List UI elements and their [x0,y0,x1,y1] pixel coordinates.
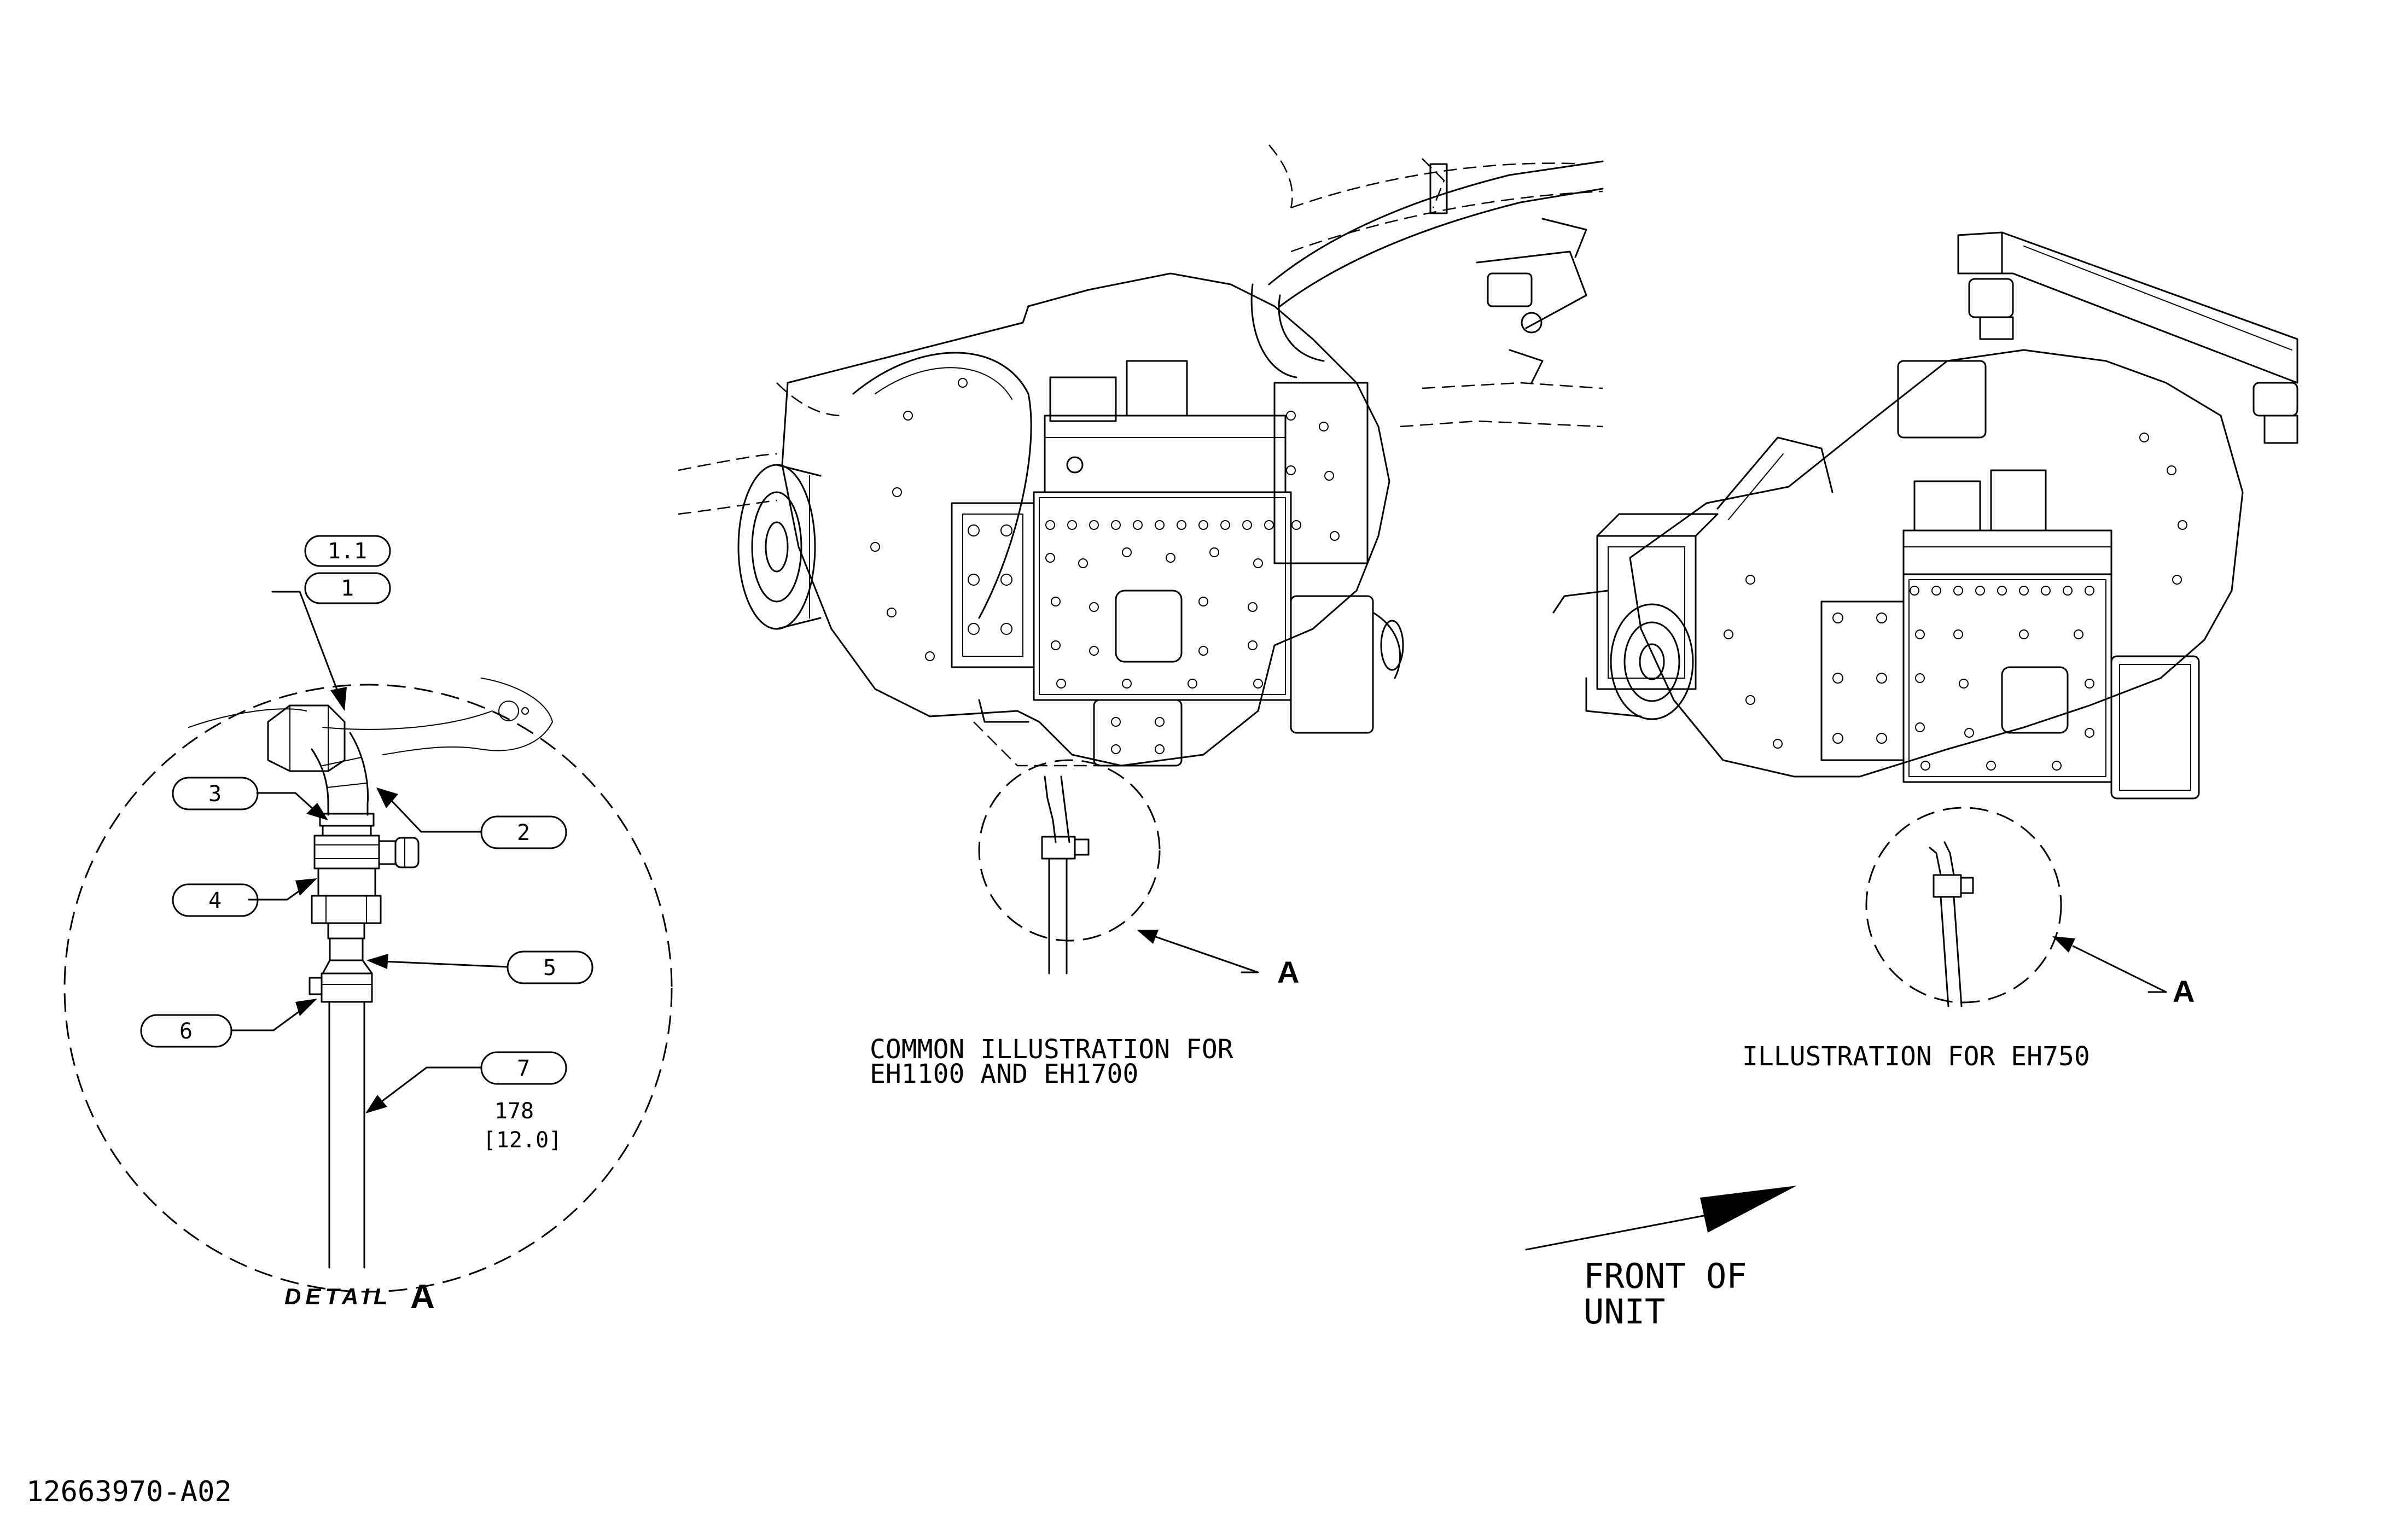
callout-1: 1 [304,572,391,604]
callout-7: 7 [480,1051,567,1085]
hex-fitting [267,704,346,772]
svg-text:3: 3 [208,781,222,807]
detail-circle [63,684,673,1293]
elbow-fitting [311,732,369,816]
svg-text:5: 5 [543,955,556,981]
callout-2: 2 [480,815,567,849]
callout-1-1: 1.1 [304,535,391,567]
callout-6: 6 [140,1014,232,1048]
common-detail-circle [978,759,1161,942]
callout-4: 4 [172,883,259,917]
bolt-pattern [870,378,1340,754]
detail-title-word: DETAIL [284,1284,392,1309]
svg-text:6: 6 [179,1019,193,1044]
callout-3: 3 [172,777,259,810]
hose [328,1001,365,1269]
dimension-mm: 178 [494,1099,534,1124]
front-of-unit-indicator: FRONT OF UNIT [1525,1186,1797,1332]
svg-text:7: 7 [517,1056,530,1081]
callout-5: 5 [507,950,593,984]
svg-text:2: 2 [517,820,530,845]
eh750-caption: ILLUSTRATION FOR EH750 [1742,1041,2090,1072]
eh750-illustration: A ILLUSTRATION FOR EH750 [1552,231,2298,1072]
svg-text:4: 4 [208,888,222,913]
tee-fitting [311,835,420,924]
front-of-unit-line1: FRONT OF [1584,1256,1747,1296]
figure-number: 12663970-A02 [26,1475,232,1508]
dimension-in: [12.0] [483,1128,562,1153]
common-caption-line2: EH1100 AND EH1700 [870,1059,1138,1089]
common-caption-line1: COMMON ILLUSTRATION FOR [870,1034,1233,1065]
common-detail-ref: A [1277,955,1299,989]
svg-text:1.1: 1.1 [328,539,367,564]
eh750-detail-ref: A [2173,974,2195,1008]
eh750-detail-circle [1865,807,2062,1004]
eh750-bolt-pattern [1724,433,2187,771]
detail-title-letter: A [410,1278,435,1316]
detail-a-view: 1.1 1 3 2 4 5 6 7 178 [63,535,673,1316]
front-of-unit-line2: UNIT [1584,1292,1665,1332]
common-illustration: A COMMON ILLUSTRATION FOR EH1100 AND EH1… [678,144,1604,1089]
svg-text:1: 1 [341,576,354,601]
